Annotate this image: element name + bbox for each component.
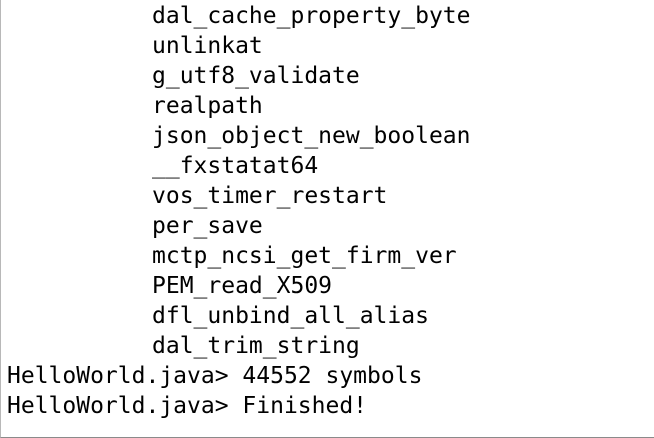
- symbol-line: dal_trim_string: [152, 333, 360, 359]
- status-line-finished: HelloWorld.java> Finished!: [7, 393, 368, 419]
- terminal-output: dal_cache_property_byte unlinkat g_utf8_…: [7, 1, 471, 421]
- status-line-symbol-count: HelloWorld.java> 44552 symbols: [7, 363, 423, 389]
- symbol-line: __fxstatat64: [152, 153, 319, 179]
- symbol-line: mctp_ncsi_get_firm_ver: [152, 243, 457, 269]
- symbol-line: PEM_read_X509: [152, 273, 333, 299]
- symbol-line: g_utf8_validate: [152, 63, 360, 89]
- symbol-line: unlinkat: [152, 33, 263, 59]
- symbol-line: json_object_new_boolean: [152, 123, 471, 149]
- symbol-line: dal_cache_property_byte: [152, 3, 471, 29]
- symbol-line: dfl_unbind_all_alias: [152, 303, 429, 329]
- symbol-line: realpath: [152, 93, 263, 119]
- symbol-line: vos_timer_restart: [152, 183, 388, 209]
- symbol-line: per_save: [152, 213, 263, 239]
